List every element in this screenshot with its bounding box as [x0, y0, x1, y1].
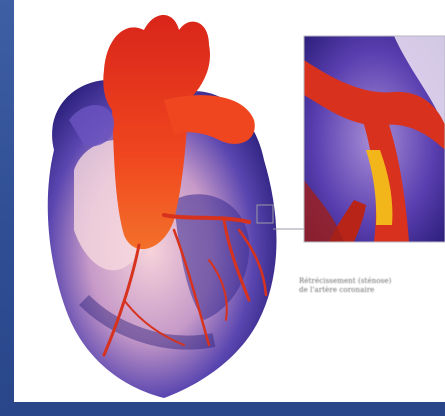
closeup-caption: Rétrécissement (sténose) de l'artère cor…	[299, 277, 439, 295]
caption-line-2: de l'artère coronaire	[299, 286, 439, 295]
image-panel: Rétrécissement (sténose) de l'artère cor…	[14, 0, 445, 402]
heart-illustration	[14, 0, 445, 402]
caption-line-1: Rétrécissement (sténose)	[299, 277, 439, 286]
artery-closeup-inset	[304, 36, 445, 242]
